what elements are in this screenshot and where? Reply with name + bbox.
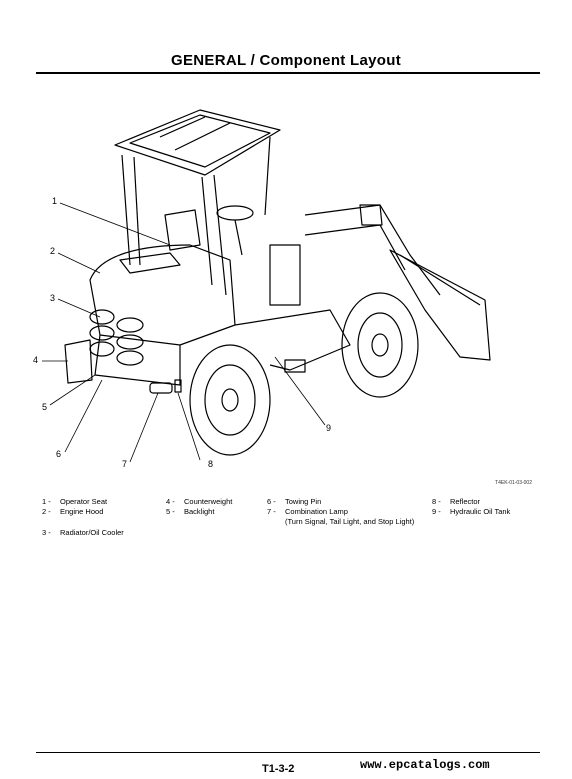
page-title: GENERAL / Component Layout (170, 52, 402, 69)
wheel-loader-illustration (42, 109, 491, 463)
callout-1: 1 (52, 196, 58, 206)
callout-4: 4 (33, 355, 39, 365)
callout-7: 7 (122, 459, 128, 469)
legend-item-sub: (Turn Signal, Tail Light, and Stop Light… (285, 517, 415, 526)
legend-item: 3 -Radiator/Oil Cooler (42, 528, 124, 537)
callout-6: 6 (56, 449, 62, 459)
footer-rule (36, 752, 540, 753)
legend-item: 5 -Backlight (166, 507, 215, 516)
legend-col-4: 8 -Reflector 9 -Hydraulic Oil Tank (432, 497, 510, 517)
legend-col-1: 1 -Operator Seat 2 -Engine Hood 3 -Radia… (42, 497, 124, 538)
legend-item: 6 -Towing Pin (267, 497, 322, 506)
legend-item: 8 -Reflector (432, 497, 481, 506)
legend-item: 1 -Operator Seat (42, 497, 108, 506)
callout-9: 9 (326, 423, 332, 433)
legend-item: 4 -Counterweight (166, 497, 233, 506)
site-watermark: www.epcatalogs.com (360, 758, 490, 772)
callout-5: 5 (42, 402, 48, 412)
callout-8: 8 (208, 459, 214, 469)
legend-col-2: 4 -Counterweight 5 -Backlight (166, 497, 232, 517)
callout-3: 3 (50, 293, 56, 303)
legend-item: 9 -Hydraulic Oil Tank (432, 507, 511, 516)
figure-id: T4EK-01-03-002 (495, 480, 532, 486)
legend-item: 7 -Combination Lamp (267, 507, 348, 516)
page-number: T1-3-2 (262, 763, 295, 775)
legend-item: 2 -Engine Hood (42, 507, 104, 516)
callout-2: 2 (50, 246, 56, 256)
legend-col-3: 6 -Towing Pin 7 -Combination Lamp (Turn … (267, 497, 414, 527)
title-rule (36, 72, 540, 74)
